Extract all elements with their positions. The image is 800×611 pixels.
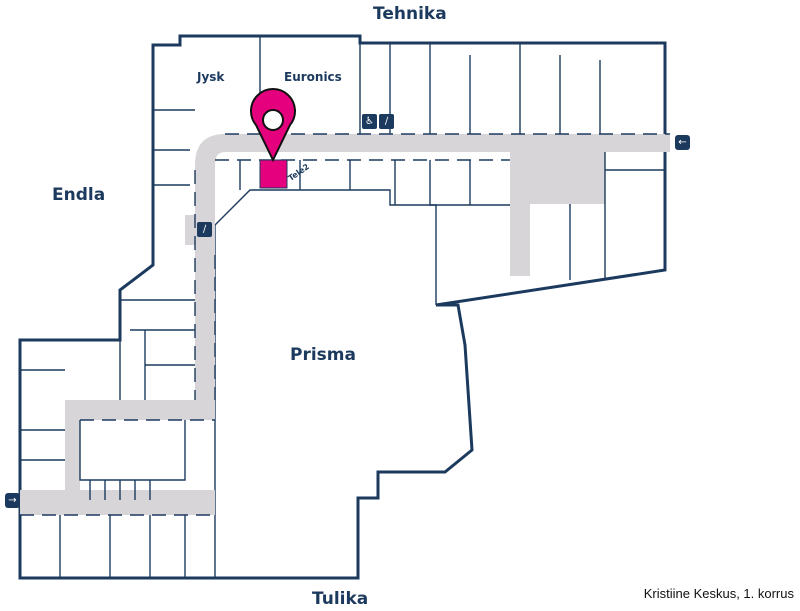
location-pin-icon[interactable] xyxy=(250,88,296,163)
escalator-icon: ∕ xyxy=(197,222,212,237)
store-label-jysk[interactable]: Jysk xyxy=(197,70,225,84)
escalator-icon: ∕ xyxy=(379,114,394,129)
entrance-arrow-left-icon[interactable]: ← xyxy=(675,135,690,150)
store-label-euronics[interactable]: Euronics xyxy=(284,70,342,84)
entrance-arrow-right-icon[interactable]: → xyxy=(5,493,20,508)
restroom-icon: ♿ xyxy=(362,114,377,129)
highlighted-store[interactable] xyxy=(259,159,288,189)
street-label-west: Endla xyxy=(52,185,106,205)
street-label-north: Tehnika xyxy=(373,4,447,24)
map-caption: Kristiine Keskus, 1. korrus xyxy=(643,586,794,601)
shop-walls xyxy=(20,36,665,578)
store-label-prisma[interactable]: Prisma xyxy=(290,345,356,365)
street-label-south: Tulika xyxy=(312,589,369,609)
